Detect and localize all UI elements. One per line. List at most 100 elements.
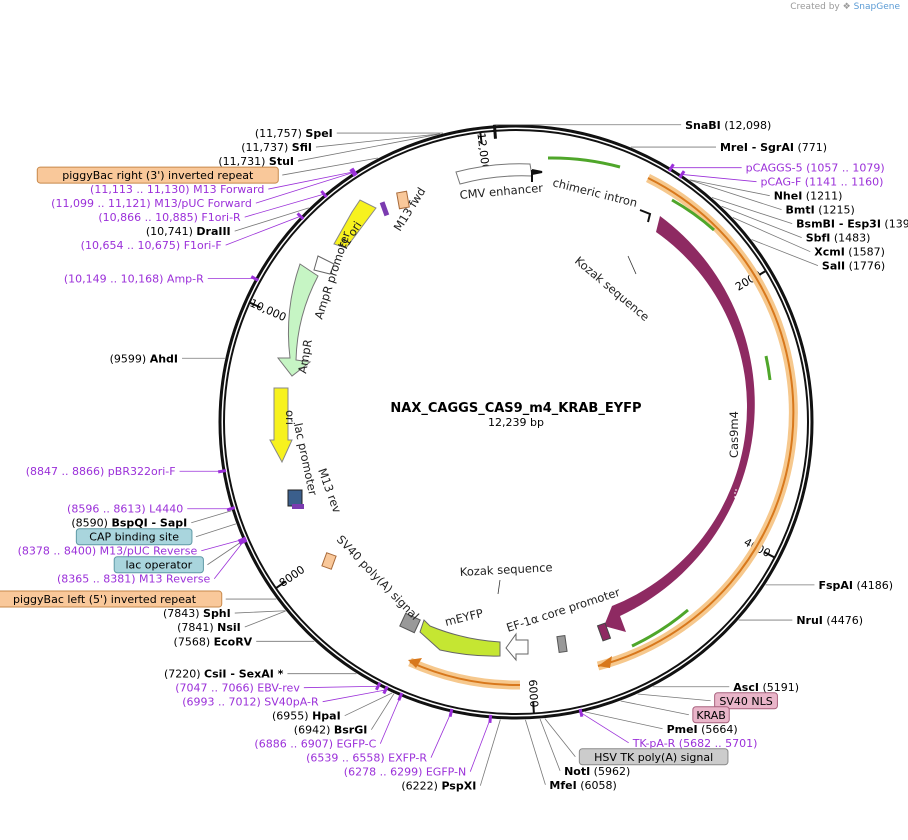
primer-mark (226, 506, 236, 512)
enzyme-label: NheI (1211) (774, 190, 843, 203)
boxed-label-bg (113, 556, 204, 574)
callout-leader (322, 689, 386, 703)
enzyme-label: (11,737) SfiI (241, 141, 312, 154)
feature-label-cas9: Cas9m4 (727, 411, 741, 458)
m13-fwd-feature (396, 190, 410, 210)
callout-leader (234, 207, 309, 232)
callout-leader (195, 523, 237, 538)
callout-leader (732, 217, 811, 253)
kozak-1-pointer (627, 255, 637, 275)
feature-label-kozak-2: Kozak sequence (459, 560, 552, 579)
primer-mark (350, 167, 358, 176)
boxed-label-bg (36, 166, 279, 184)
green-arc-d (631, 608, 689, 648)
feature-label-ampr: AmpR (295, 338, 315, 374)
tick-mark (532, 701, 535, 714)
snapgene-credit: Created by ❖ SnapGene (790, 2, 900, 12)
ampr-feature (276, 263, 319, 377)
callout-leader (539, 718, 561, 771)
callout-leader (379, 696, 401, 744)
callout-leader (225, 215, 301, 246)
callout-labels: (11,757) SpeI(11,737) SfiI(11,731) StuIp… (0, 119, 908, 793)
enzyme-label: FspAI (4186) (818, 579, 893, 592)
primer-mark (488, 714, 493, 724)
enzyme-label: PmeI (5664) (667, 723, 738, 736)
primer-label: (6539 .. 6558) EXFP-R (306, 752, 427, 765)
enzyme-label: AscI (5191) (733, 681, 799, 694)
enzyme-label: MfeI (6058) (549, 779, 616, 792)
callout-leader (244, 610, 286, 628)
enzyme-label: (6942) BsrGI (294, 724, 368, 737)
f1-ori-feature (333, 199, 377, 249)
tick-mark (249, 301, 261, 309)
meyfp-feature (419, 619, 501, 657)
callout-leader (637, 693, 711, 702)
primer-label: (8847 .. 8866) pBR322ori-F (26, 465, 176, 478)
primer-label: (10,866 .. 10,885) F1ori-R (98, 211, 241, 224)
callout-leader (315, 133, 441, 148)
boxed-label: KRAB (696, 709, 725, 722)
callout-leader (303, 685, 379, 689)
boxed-label-bg (0, 590, 223, 608)
boxed-label: piggyBac right (3') inverted repeat (62, 169, 254, 182)
tick-mark (275, 580, 287, 589)
orange-arrowhead-bottom (408, 658, 422, 668)
feature-label-ampr-promoter: AmpR promoter (312, 229, 354, 320)
primer-label: (6278 .. 6299) EGFP-N (344, 766, 466, 779)
cmv-enhancer-feature (455, 163, 533, 185)
snapgene-logo-icon: ❖ (842, 2, 851, 12)
enzyme-label: SalI (1776) (822, 260, 885, 273)
enzyme-label: (10,741) DraIII (146, 225, 231, 238)
enzyme-label: (8590) BspQI - SapI (71, 517, 187, 530)
krab-feature (596, 622, 612, 642)
primer-label: TK-pA-R (5682 .. 5701) (632, 737, 758, 750)
primer-label: (8378 .. 8400) M13/pUC Reverse (18, 545, 198, 558)
intron-marker-a (531, 169, 543, 182)
m13-fwd-primer-site (379, 201, 390, 217)
piggybac-left-feature (321, 552, 337, 570)
callout-leader (268, 171, 355, 190)
primer-label: (8596 .. 8613) L4440 (67, 503, 183, 516)
boxed-label: lac operator (125, 559, 192, 572)
feature-label-chimeric-intron: chimeric intron (551, 175, 639, 210)
callout-leader (282, 157, 378, 176)
primer-mark (237, 536, 247, 543)
callout-leader (584, 711, 663, 730)
snabi-cut-mark (492, 124, 497, 139)
boxed-label: HSV TK poly(A) signal (594, 751, 713, 764)
boxed-label: CAP binding site (89, 531, 179, 544)
callout-leader (297, 133, 440, 162)
orange-track-right-core (597, 177, 795, 667)
kozak-2-pointer (497, 579, 501, 595)
ef1a-promoter-feature (505, 632, 529, 662)
green-arc-c (764, 355, 772, 381)
callout-leader (207, 540, 243, 566)
enzyme-label: (7843) SphI (163, 607, 231, 620)
enzyme-label: BsmBI - Esp3I (1398) (796, 218, 908, 231)
primer-label: pCAGGS-5 (1057 .. 1079) (746, 162, 885, 175)
enzyme-label: SbfI (1483) (806, 232, 871, 245)
ori-feature (269, 387, 293, 464)
primer-mark (296, 212, 305, 221)
orange-track-bottom-core (409, 661, 521, 687)
enzyme-label: (6222) PspXI (401, 780, 476, 793)
green-arc-b (671, 198, 715, 232)
tick-label: 12,000 (474, 132, 492, 172)
callout-leader (201, 539, 243, 552)
callout-leader (580, 712, 629, 744)
feature-label-m13-fwd: M13 fwd (391, 185, 429, 234)
boxed-label-bg (692, 706, 730, 724)
callout-leader (681, 174, 757, 183)
primer-mark (320, 190, 328, 199)
callout-leader (544, 718, 576, 758)
boxed-label: SV40 NLS (719, 695, 772, 708)
callout-leader (213, 541, 244, 579)
enzyme-label: (9599) AhdI (110, 352, 178, 365)
callout-leader (620, 700, 689, 716)
enzyme-label: (7841) NsiI (177, 621, 241, 634)
primer-mark (397, 692, 404, 701)
backbone-outer (218, 124, 814, 720)
primer-label: (10,149 .. 10,168) Amp-R (64, 272, 204, 285)
